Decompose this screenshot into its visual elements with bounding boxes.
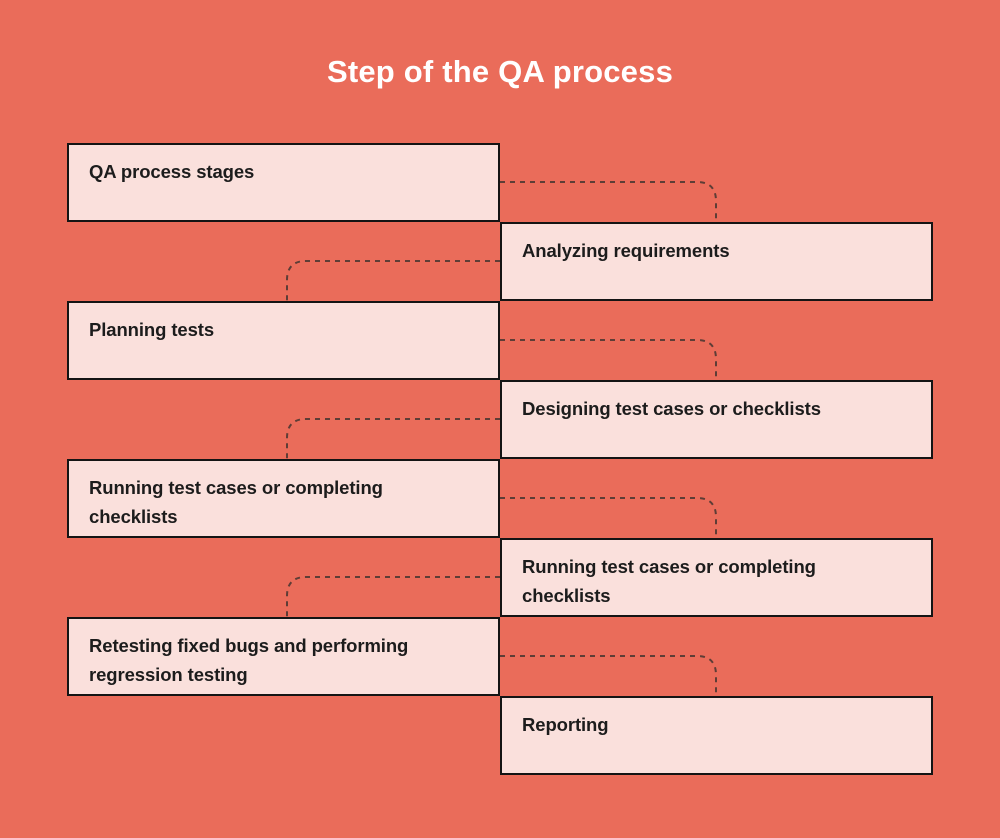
- flow-box-label: Running test cases or completing checkli…: [89, 477, 383, 527]
- flow-box-label: Analyzing requirements: [522, 240, 730, 261]
- connector-running-right-to-retesting: [286, 576, 500, 619]
- connector-analyzing-to-planning: [286, 260, 500, 303]
- flow-box-analyzing-requirements: Analyzing requirements: [500, 222, 933, 301]
- connector-planning-to-designing: [500, 339, 717, 382]
- flow-box-running-test-cases-right: Running test cases or completing checkli…: [500, 538, 933, 617]
- flow-box-label: Planning tests: [89, 319, 215, 340]
- flow-box-reporting: Reporting: [500, 696, 933, 775]
- flow-box-running-test-cases-left: Running test cases or completing checkli…: [67, 459, 500, 538]
- diagram-title: Step of the QA process: [326, 54, 674, 89]
- connector-running-left-to-running-right: [500, 497, 717, 540]
- flow-box-label: Running test cases or completing checkli…: [522, 556, 816, 606]
- connector-retesting-to-reporting: [500, 655, 717, 698]
- flow-box-designing-test-cases: Designing test cases or checklists: [500, 380, 933, 459]
- flow-box-label: QA process stages: [89, 161, 255, 182]
- flow-box-retesting-fixed-bugs: Retesting fixed bugs and performing regr…: [67, 617, 500, 696]
- flow-box-label: Reporting: [522, 714, 609, 735]
- flow-box-label: Retesting fixed bugs and performing regr…: [89, 635, 409, 685]
- connector-stages-to-analyzing: [500, 181, 717, 224]
- connector-designing-to-running-left: [286, 418, 500, 461]
- flow-box-label: Designing test cases or checklists: [522, 398, 821, 419]
- flow-box-planning-tests: Planning tests: [67, 301, 500, 380]
- flow-box-qa-process-stages: QA process stages: [67, 143, 500, 222]
